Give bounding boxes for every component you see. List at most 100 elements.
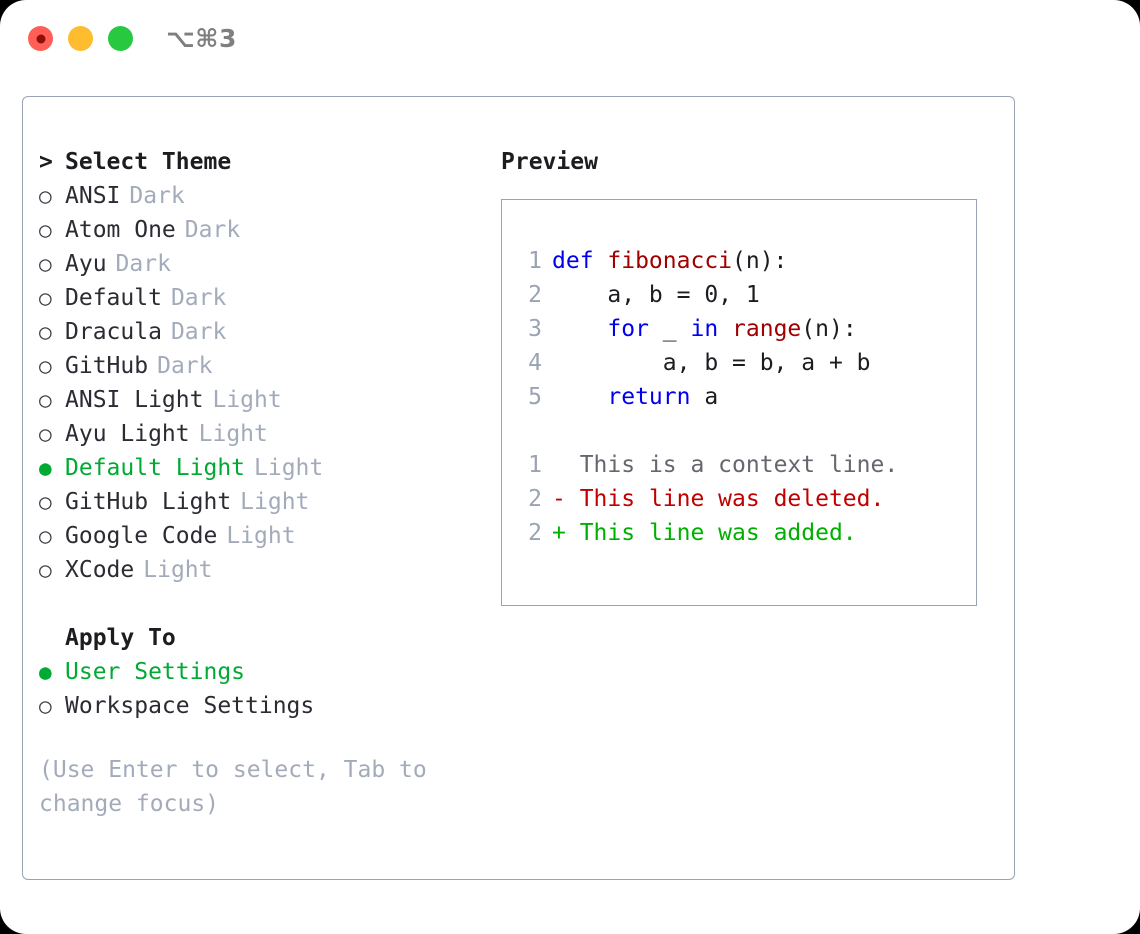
code-line: 4 a, b = b, a + b xyxy=(516,346,970,380)
theme-variant-badge: Light xyxy=(254,455,324,481)
radio-unselected-icon[interactable]: ○ xyxy=(39,218,52,242)
theme-variant-badge: Light xyxy=(198,421,268,447)
theme-variant-badge: Dark xyxy=(170,285,227,311)
code-token: _ xyxy=(648,316,691,342)
theme-option-name: Atom One xyxy=(65,217,176,243)
theme-variant-badge: Dark xyxy=(170,319,227,345)
theme-variant-badge: Dark xyxy=(184,217,241,243)
theme-option-row[interactable]: ● Default Light Light xyxy=(39,451,489,485)
apply-to-header-label: Apply To xyxy=(65,625,176,651)
theme-option-name: Ayu xyxy=(65,251,107,277)
code-token: in xyxy=(690,316,733,342)
code-line: 5 return a xyxy=(516,380,970,414)
caret-icon: > xyxy=(39,149,53,175)
code-token xyxy=(552,384,607,410)
theme-variant-badge: Light xyxy=(143,557,213,583)
theme-option-name: Dracula xyxy=(65,319,162,345)
radio-unselected-icon[interactable]: ○ xyxy=(39,354,52,378)
diff-marker: - xyxy=(552,486,580,512)
select-theme-header: > Select Theme xyxy=(39,145,489,179)
code-token: return xyxy=(607,384,691,410)
apply-to-indent-spacer xyxy=(39,625,65,651)
line-number: 5 xyxy=(528,384,542,410)
code-token: for xyxy=(607,316,649,342)
theme-option-row[interactable]: ○ Ayu Dark xyxy=(39,247,489,281)
line-number: 1 xyxy=(528,248,542,274)
theme-option-name: ANSI xyxy=(65,183,121,209)
close-button[interactable] xyxy=(28,26,53,51)
theme-option-row[interactable]: ○ ANSI Dark xyxy=(39,179,489,213)
apply-to-option-label: Workspace Settings xyxy=(65,693,315,719)
theme-variant-badge: Dark xyxy=(129,183,185,209)
diff-line-text: This line was added. xyxy=(579,520,857,546)
theme-variant-badge: Dark xyxy=(115,251,171,277)
preview-title: Preview xyxy=(501,149,598,175)
code-token: (n): xyxy=(801,316,857,342)
apply-to-option-label: User Settings xyxy=(65,659,246,685)
code-line: 2 a, b = 0, 1 xyxy=(516,278,970,312)
radio-unselected-icon[interactable]: ○ xyxy=(39,422,52,446)
keyboard-shortcut-label: ⌥⌘3 xyxy=(166,24,237,53)
radio-unselected-icon[interactable]: ○ xyxy=(39,558,52,582)
title-bar: ⌥⌘3 xyxy=(0,0,1140,78)
diff-marker: + xyxy=(552,520,580,546)
theme-option-name: Ayu Light xyxy=(65,421,190,447)
code-token: def xyxy=(552,248,608,274)
theme-option-name: GitHub Light xyxy=(65,489,232,515)
radio-unselected-icon[interactable]: ○ xyxy=(39,694,52,718)
apply-to-header: Apply To xyxy=(39,621,489,655)
diff-line: 2- This line was deleted. xyxy=(516,482,970,516)
radio-selected-icon[interactable]: ● xyxy=(39,456,52,480)
code-token: fibonacci xyxy=(607,248,733,274)
radio-unselected-icon[interactable]: ○ xyxy=(39,388,52,412)
radio-unselected-icon[interactable]: ○ xyxy=(39,320,52,344)
line-number: 2 xyxy=(528,520,542,546)
theme-option-name: Default Light xyxy=(65,455,246,481)
apply-to-option-list: ● User Settings ○ Workspace Settings xyxy=(39,655,489,723)
code-token: range xyxy=(732,316,802,342)
code-token: (n): xyxy=(732,248,788,274)
code-token: a, b = 0, 1 xyxy=(552,282,760,308)
radio-unselected-icon[interactable]: ○ xyxy=(39,184,52,208)
theme-variant-badge: Light xyxy=(240,489,310,515)
apply-to-option-row[interactable]: ○ Workspace Settings xyxy=(39,689,489,723)
radio-unselected-icon[interactable]: ○ xyxy=(39,252,52,276)
theme-option-row[interactable]: ○ GitHub Light Light xyxy=(39,485,489,519)
code-line: 1 def fibonacci(n): xyxy=(516,244,970,278)
minimize-button[interactable] xyxy=(68,26,93,51)
theme-option-row[interactable]: ○ Atom One Dark xyxy=(39,213,489,247)
code-diff-separator xyxy=(516,414,970,448)
diff-line-text: This line was deleted. xyxy=(579,486,885,512)
radio-unselected-icon[interactable]: ○ xyxy=(39,490,52,514)
theme-option-name: ANSI Light xyxy=(65,387,204,413)
radio-unselected-icon[interactable]: ○ xyxy=(39,286,52,310)
theme-variant-badge: Dark xyxy=(157,353,213,379)
recording-indicator-dot xyxy=(36,34,45,43)
select-theme-header-label: Select Theme xyxy=(65,149,232,175)
line-number: 2 xyxy=(528,486,542,512)
code-line: 3 for _ in range(n): xyxy=(516,312,970,346)
radio-unselected-icon[interactable]: ○ xyxy=(39,524,52,548)
diff-marker xyxy=(552,452,580,478)
theme-option-row[interactable]: ○ Ayu Light Light xyxy=(39,417,489,451)
radio-selected-icon[interactable]: ● xyxy=(39,660,52,684)
theme-option-row[interactable]: ○ Dracula Dark xyxy=(39,315,489,349)
theme-option-row[interactable]: ○ XCode Light xyxy=(39,553,489,587)
theme-variant-badge: Light xyxy=(226,523,296,549)
theme-option-name: XCode xyxy=(65,557,135,583)
code-token: a xyxy=(690,384,719,410)
apply-to-option-row[interactable]: ● User Settings xyxy=(39,655,489,689)
diff-line-text: This is a context line. xyxy=(579,452,899,478)
maximize-button[interactable] xyxy=(108,26,133,51)
code-token xyxy=(552,316,607,342)
